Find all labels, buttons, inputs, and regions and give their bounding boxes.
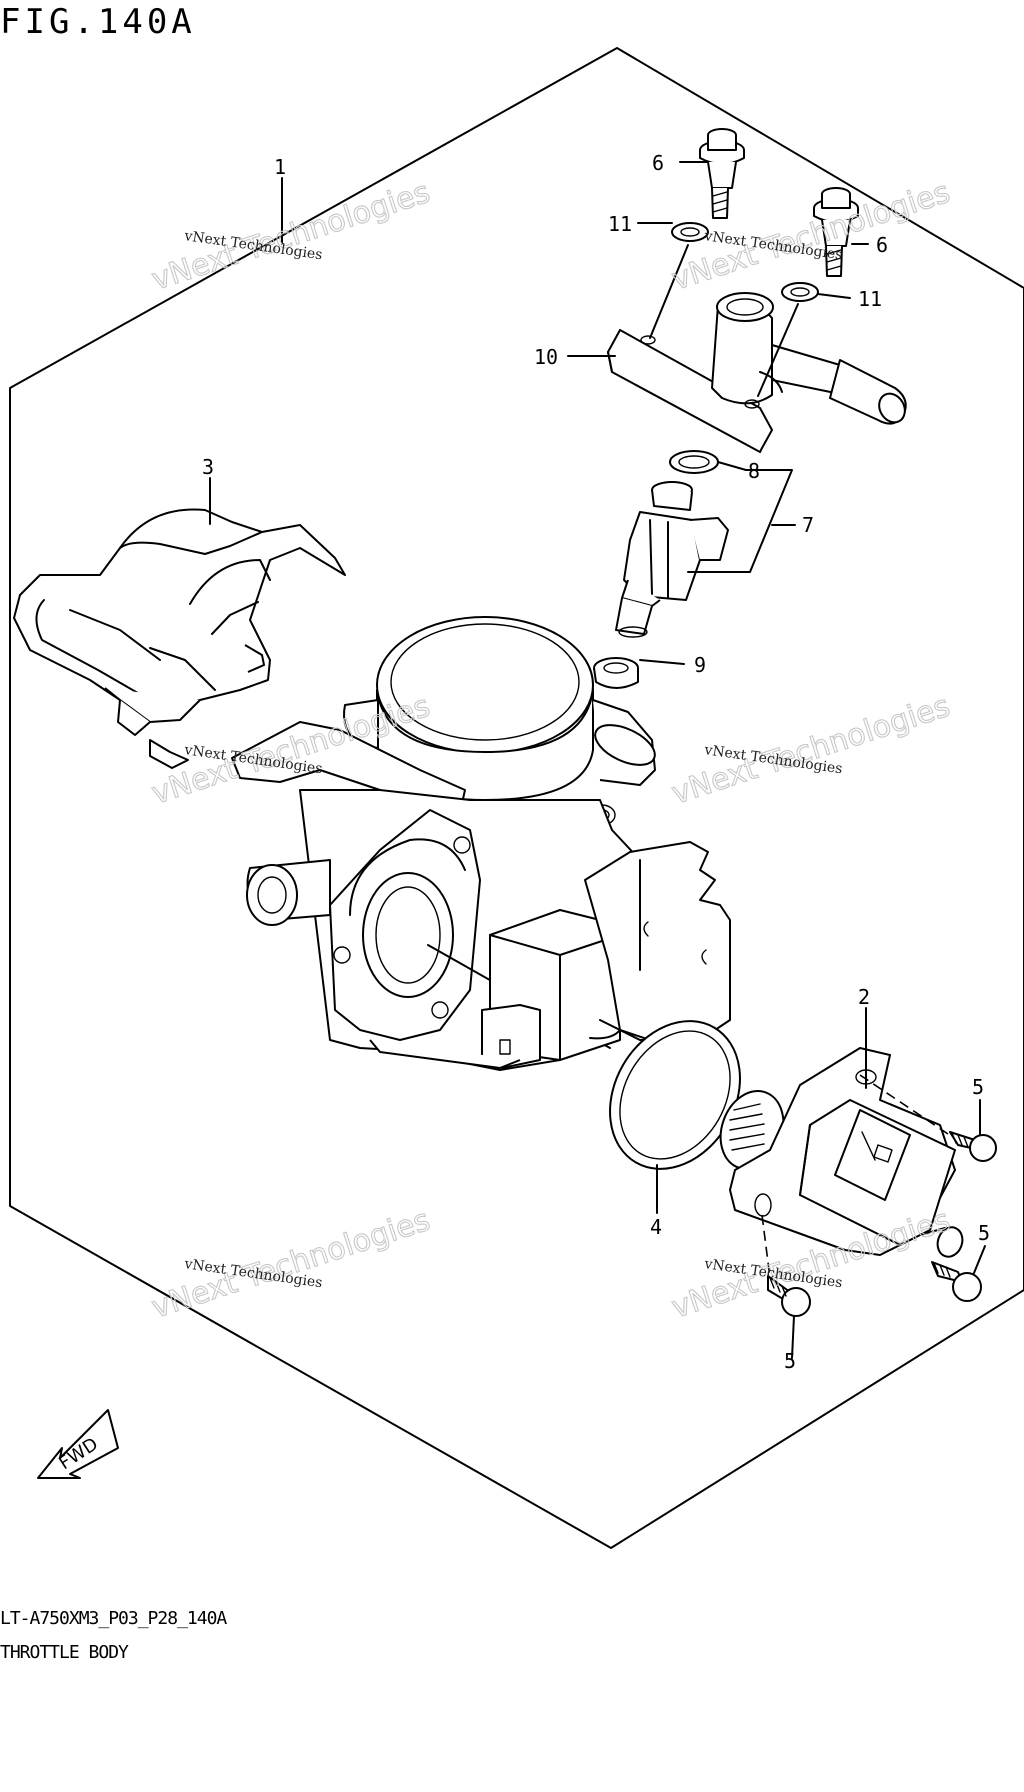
watermark-mid-right: vNext Technologies vNext Technologies [667, 688, 955, 812]
callout-6-left: 6 [652, 151, 664, 175]
part-3-cover [13, 508, 346, 769]
leader-sensor-to-screw-lower [761, 1214, 771, 1279]
leader-bolt-to-holder-right [757, 303, 799, 397]
leader-bolt-to-holder-left [649, 244, 689, 339]
assembly-boundary [9, 47, 1024, 1549]
part-9-seal [593, 657, 639, 689]
part-6-bolt-left [699, 128, 745, 219]
part-11-washer-right [781, 282, 819, 302]
part-11-washer-left [671, 222, 709, 242]
fwd-arrow: FWD [37, 1409, 119, 1479]
part-5-screw-middle [931, 1261, 982, 1302]
callout-11-left: 11 [608, 212, 632, 236]
callout-6-right: 6 [876, 233, 888, 257]
watermark-top-right: vNext Technologies vNext Technologies [667, 174, 955, 298]
watermark-top-left: vNext Technologies vNext Technologies [147, 174, 435, 298]
watermark-low-left: vNext Technologies vNext Technologies [147, 1202, 435, 1326]
part-8-o-ring [669, 450, 719, 474]
part-6-bolt-right [813, 187, 859, 277]
callout-2: 2 [858, 985, 870, 1009]
leader-sensor-to-screw-upper [859, 1074, 949, 1135]
part-5-screw-upper [949, 1131, 997, 1162]
part-7-fuel-injector [615, 481, 729, 638]
figure-code: LT-A750XM3_P03_P28_140A [0, 1608, 227, 1629]
callout-11-right: 11 [858, 287, 882, 311]
callout-7: 7 [802, 513, 814, 537]
part-5-screw-lower [767, 1275, 811, 1317]
callout-8: 8 [748, 459, 760, 483]
callout-3: 3 [202, 455, 214, 479]
callout-9: 9 [694, 653, 706, 677]
callout-5-upper: 5 [972, 1075, 984, 1099]
callout-10: 10 [534, 345, 558, 369]
part-2-throttle-position-sensor [719, 1047, 964, 1258]
part-10-fuel-delivery-pipe [607, 292, 907, 453]
callout-1: 1 [274, 155, 286, 179]
callout-5-middle: 5 [978, 1221, 990, 1245]
figure-title: FIG.140A [0, 2, 196, 42]
callout-leaders [209, 161, 986, 1359]
throttle-body-main [231, 616, 731, 1071]
callout-4: 4 [650, 1215, 662, 1239]
callout-5-lower: 5 [784, 1349, 796, 1373]
part-4-gasket [609, 1020, 741, 1170]
figure-name: THROTTLE BODY [0, 1642, 129, 1663]
